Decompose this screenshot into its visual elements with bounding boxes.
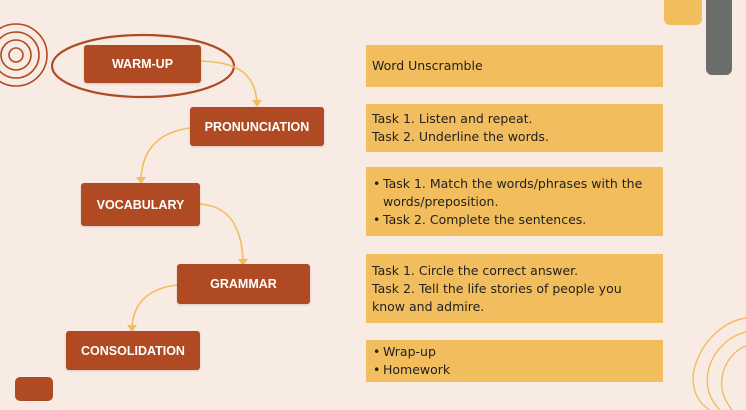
task-item: Wrap-up [373, 343, 657, 361]
flow-arrows [131, 60, 258, 329]
arrow-warmup-pronunciation [199, 60, 258, 104]
corner-button[interactable] [15, 377, 53, 401]
arrow-pronunciation-vocabulary [140, 127, 191, 181]
warmup-highlight-ellipse [50, 33, 236, 99]
task-box-consolidation: Wrap-up Homework [366, 340, 663, 382]
corner-tab [664, 0, 702, 25]
task-line: know and admire. [372, 298, 485, 314]
task-line: Word Unscramble [372, 58, 483, 73]
task-line: Task 1. Circle the correct answer. [372, 262, 579, 278]
task-item: Task 2. Complete the sentences. [373, 211, 657, 229]
arrow-grammar-consolidation [131, 284, 178, 329]
contour-decoration [692, 317, 746, 410]
stage-warm-up[interactable]: WARM-UP [84, 45, 201, 83]
task-list: Wrap-up Homework [372, 343, 657, 379]
stage-vocabulary[interactable]: VOCABULARY [81, 183, 200, 226]
stage-grammar[interactable]: GRAMMAR [177, 264, 310, 304]
task-item: Homework [373, 361, 657, 379]
swirl-decoration [0, 23, 48, 87]
task-line: Task 1. Listen and repeat. [372, 111, 533, 126]
task-item: Task 1. Match the words/phrases with the… [373, 175, 657, 211]
stage-consolidation[interactable]: CONSOLIDATION [66, 331, 200, 370]
stage-pronunciation[interactable]: PRONUNCIATION [190, 107, 324, 146]
task-box-grammar: Task 1. Circle the correct answer. Task … [366, 254, 663, 323]
task-box-pronunciation: Task 1. Listen and repeat. Task 2. Under… [366, 104, 663, 152]
task-line: Task 2. Tell the life stories of people … [372, 280, 622, 296]
task-list: Task 1. Match the words/phrases with the… [372, 175, 657, 229]
task-box-vocabulary: Task 1. Match the words/phrases with the… [366, 167, 663, 236]
arrow-heads [127, 100, 262, 332]
side-bar [706, 0, 732, 75]
task-box-warmup: Word Unscramble [366, 45, 663, 87]
task-line: Task 2. Underline the words. [372, 129, 549, 144]
arrow-vocabulary-grammar [199, 203, 244, 263]
